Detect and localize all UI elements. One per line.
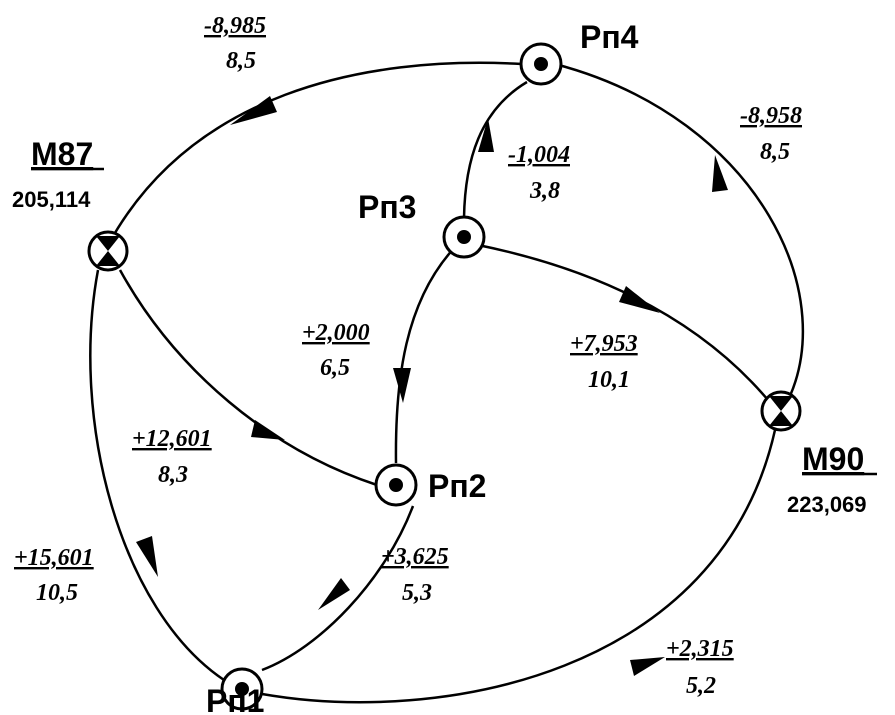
node-rp4-symbol	[519, 42, 563, 86]
edge-rp2-rp1	[261, 505, 415, 672]
edge-rp3-rp2-length: 6,5	[320, 355, 350, 381]
arrow-rp1-m90	[630, 657, 665, 676]
node-rp3-label: Рп3	[358, 189, 416, 225]
edge-m87-rp2-dh: +12,601	[132, 426, 212, 452]
node-m87-height: 205,114	[12, 187, 91, 212]
edge-rp3-rp4	[462, 80, 528, 219]
edge-m87-rp1-dh: +15,601	[14, 545, 94, 571]
arrow-m87-rp1	[136, 536, 158, 577]
node-rp1-symbol	[220, 667, 264, 711]
edge-rp3-m90-length: 10,1	[588, 367, 630, 393]
edge-rp4-m87-length: 8,5	[226, 48, 256, 74]
edge-rp3-rp2	[394, 245, 457, 464]
edge-rp3-rp4-length: 3,8	[529, 178, 560, 204]
edge-m87-rp1-length: 10,5	[36, 580, 78, 606]
arrow-rp3-rp4	[478, 118, 494, 152]
edge-rp1-m90-length: 5,2	[686, 673, 716, 699]
arrow-rp2-rp1	[318, 578, 350, 610]
edge-m90-rp4-dh: -8,958	[740, 103, 802, 129]
node-rp2-label: Рп2	[428, 468, 486, 504]
edge-m90-rp4-length: 8,5	[760, 139, 790, 165]
edge-m87-rp1	[89, 269, 225, 682]
edge-rp3-rp2-dh: +2,000	[302, 320, 370, 346]
node-m90-label: М90	[802, 441, 864, 477]
edge-rp4-m87-dh: -8,985	[204, 13, 266, 39]
node-m90-symbol	[760, 390, 802, 432]
edge-rp1-m90	[261, 429, 777, 704]
edge-rp4-m87	[106, 61, 523, 246]
edge-m90-rp4	[554, 62, 805, 411]
edge-m87-rp2	[118, 269, 378, 487]
node-m87-symbol	[87, 230, 129, 272]
node-m90-height: 223,069	[787, 492, 867, 517]
arrow-m90-rp4	[712, 155, 728, 192]
arrow-rp3-m90	[619, 286, 660, 313]
edge-rp2-rp1-length: 5,3	[402, 580, 432, 606]
edge-rp3-m90-dh: +7,953	[570, 331, 638, 357]
node-m87-label: М87	[31, 136, 93, 172]
arrow-m87-rp2	[251, 420, 285, 440]
node-rp3-symbol	[442, 215, 486, 259]
edge-rp3-rp4-dh: -1,004	[508, 142, 570, 168]
node-rp4-label: Рп4	[580, 19, 639, 55]
edge-rp1-m90-dh: +2,315	[666, 636, 734, 662]
arrow-rp4-m87	[230, 96, 277, 125]
edge-rp2-rp1-dh: +3,625	[381, 544, 449, 570]
node-rp2-symbol	[374, 463, 418, 507]
edge-m87-rp2-length: 8,3	[158, 462, 188, 488]
node-rp1-label: Рп1	[206, 683, 264, 715]
arrow-rp3-rp2	[393, 368, 411, 403]
